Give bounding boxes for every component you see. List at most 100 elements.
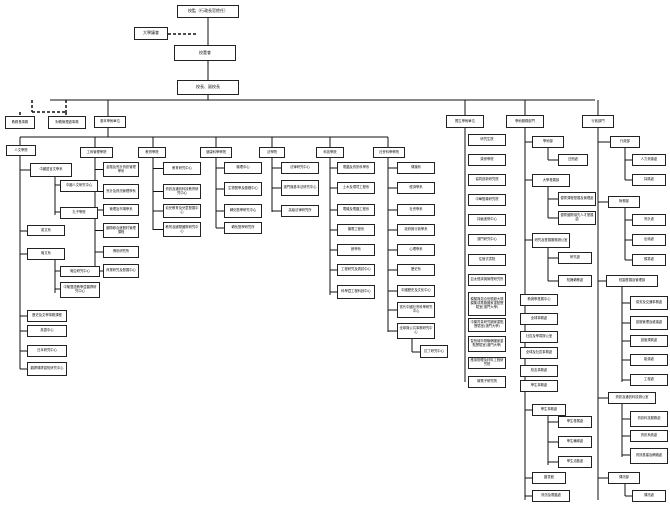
service-unit-8-label: 學生事務處 — [530, 383, 548, 388]
independent-unit-11-label: 應用物理及材料工程研究院 — [470, 358, 504, 366]
law-dept-2: 高級法律研究所 — [281, 205, 319, 217]
health-dept-2: 轉化醫學研究中心 — [224, 204, 262, 218]
independent-unit-11: 應用物理及材料工程研究院 — [468, 357, 506, 369]
service-unit-8-sub-0-label: 學生發展處 — [566, 419, 584, 424]
service-unit-8: 學生事務處 — [532, 404, 566, 416]
social-dept-8: 全球與公共事務研究中心 — [397, 323, 435, 339]
health-dept-1: 生物醫學及基礎中心 — [224, 182, 262, 196]
admin-unit-1-sub-2: 預算處 — [632, 254, 666, 266]
admin-unit-2-sub-2: 設施規劃處 — [630, 335, 668, 347]
education-dept-3: 教育及國際國際研究中心 — [163, 222, 201, 237]
arts-dept-5: 日本研究中心 — [27, 345, 67, 357]
business-dept-0-label: 金融及會計資訊管理學系 — [106, 164, 136, 173]
independent-unit-9-label: 中藥質量研究國家重點實驗室(澳門大學) — [470, 320, 504, 328]
science-dept-4: 數學系 — [337, 244, 375, 256]
service-unit-10-label: 資訊及電腦處 — [541, 493, 561, 498]
arts-dept-1: 英文系 — [27, 225, 65, 236]
admin-unit-1-sub-0-label: 會計處 — [644, 217, 654, 222]
service-unit-3: 教與學發展中心 — [520, 294, 558, 306]
admin-unit-0-sub-1-label: 採購處 — [644, 177, 654, 182]
faculty-law-label: 法學院 — [267, 149, 277, 154]
social-dept-9-label: 拉丁研究中心 — [424, 348, 444, 353]
admin-unit-2-sub-3: 能源處 — [630, 354, 668, 366]
unit-independent-academic: 獨立學術單位 — [446, 115, 484, 128]
social-dept-3-label: 政府與行政學系 — [404, 227, 428, 232]
top-unit-0: 教務長事務 — [5, 116, 35, 129]
science-dept-5: 工程研究及測試中心 — [337, 264, 375, 276]
law-dept-1: 澳門與基本法研究中心 — [281, 180, 319, 196]
admin-unit-4-sub-0-label: 傳訊處 — [644, 493, 654, 498]
service-unit-2-sub-0-label: 研究處 — [570, 255, 580, 260]
service-unit-1-label: 大學發展部 — [542, 177, 560, 182]
law-dept-0-label: 法律研究中心 — [290, 165, 310, 170]
social-dept-4: 心理學系 — [397, 244, 435, 256]
independent-unit-3-label: 中華醫藥研究院 — [475, 197, 499, 202]
independent-unit-10: 智慧城市物聯網國家重點實驗室(澳門大學) — [468, 336, 506, 352]
arts-dept-6: 翻譯傳譯認知研究中心 — [27, 362, 67, 376]
service-unit-8-sub-1: 學生輔導處 — [558, 436, 592, 448]
science-dept-5-label: 工程研究及測試中心 — [341, 267, 371, 272]
arts-dept-2-sub-0: 葡亞研究中心 — [60, 266, 100, 277]
independent-unit-7: 亞太經濟與管理研究所 — [468, 274, 506, 286]
service-unit-6-label: 全球及社區事務處 — [525, 350, 553, 355]
arts-dept-4: 英語中心 — [27, 325, 67, 337]
independent-unit-12: 微電子研究院 — [468, 376, 506, 388]
service-unit-2-sub-1-label: 知識轉移處 — [566, 278, 584, 283]
service-unit-2: 研究及發展服務辦公室 — [532, 233, 570, 248]
service-unit-0-sub-0: 註冊處 — [558, 154, 588, 166]
service-unit-8-sub-0: 學生發展處 — [558, 416, 592, 428]
service-unit-4-label: 全球事務處 — [530, 316, 548, 321]
business-dept-1: 會計及資訊管理學系 — [103, 184, 139, 199]
arts-dept-2-label: 葡文系 — [41, 251, 51, 256]
science-dept-1-label: 土木及環境工程系 — [342, 185, 370, 190]
independent-unit-10-label: 智慧城市物聯網國家重點實驗室(澳門大學) — [470, 339, 504, 347]
business-dept-5: 商業研究及發展中心 — [103, 264, 139, 278]
admin-unit-0-label: 行政部 — [620, 139, 630, 144]
root-node: 校監（行政長官擔任） — [177, 5, 239, 18]
service-unit-6: 全球及社區事務處 — [520, 347, 558, 359]
independent-unit-1: 榮譽學院 — [468, 154, 506, 166]
faculty-education: 教育學院 — [138, 147, 166, 158]
service-unit-7-label: 校友事務處 — [530, 368, 548, 373]
science-dept-2-label: 電機及電腦工程系 — [342, 207, 370, 212]
business-dept-4-label: 博彩研究所 — [112, 249, 130, 254]
admin-unit-0-sub-0: 人力資源處 — [632, 154, 666, 166]
admin-unit-1-sub-1-label: 出納處 — [644, 237, 654, 242]
top-unit-1-label: 財務管理處事務 — [55, 119, 79, 124]
science-dept-0: 電腦及資訊科學系 — [337, 162, 375, 174]
service-unit-8-sub-2: 學生活動處 — [558, 456, 592, 468]
unit-independent-academic-label: 獨立學術單位 — [455, 118, 475, 123]
service-unit-2-label: 研究及發展服務辦公室 — [534, 237, 568, 242]
business-dept-3: 國際綜合度假村管理課程 — [103, 223, 139, 238]
social-dept-1: 經濟學系 — [397, 182, 435, 194]
arts-dept-0-sub-0-label: 中國人文研究中心 — [65, 183, 93, 188]
root-node-label: 校監（行政長官擔任） — [188, 8, 228, 14]
independent-unit-4: 持續進修中心 — [468, 214, 506, 226]
social-dept-1-label: 經濟學系 — [409, 185, 423, 190]
admin-unit-3-sub-1: 資訊系統處 — [630, 430, 668, 442]
education-dept-3-label: 教育及國際國際研究中心 — [165, 224, 199, 233]
service-unit-1-sub-1: 優秀國際領先人才發展處 — [558, 211, 596, 225]
health-dept-0-label: 機理中心 — [236, 165, 250, 170]
service-unit-3-label: 教與學發展中心 — [527, 297, 551, 302]
service-unit-8-sub-2-label: 學生活動處 — [566, 459, 584, 464]
business-dept-3-label: 國際綜合度假村管理課程 — [106, 225, 136, 234]
faculty-business: 工商管理學院 — [80, 147, 113, 158]
council-node-label: 大學議會 — [143, 30, 159, 36]
science-dept-4-label: 數學系 — [351, 247, 361, 252]
independent-unit-2-label: 協同創新研究院 — [475, 177, 499, 182]
social-dept-6-label: 中國歷史及文化中心 — [401, 288, 431, 293]
independent-unit-8-label: 模擬與混合信號超大規模集成電路國家重點實驗室(澳門大學) — [470, 297, 504, 309]
arts-dept-3: 歷史及文學事務課程 — [27, 310, 67, 322]
admin-unit-2-sub-0: 保安及交通事務處 — [630, 296, 668, 310]
independent-unit-2: 協同創新研究院 — [468, 174, 506, 186]
faculty-social-sciences: 社會科學學院 — [373, 147, 405, 158]
service-unit-7: 校友事務處 — [520, 365, 558, 377]
unit-academic-service: 學術服務部門 — [506, 115, 544, 128]
science-dept-6-label: 科學暨工程科創中心 — [341, 289, 371, 294]
independent-unit-12-label: 微電子研究院 — [477, 379, 497, 384]
arts-dept-2: 葡文系 — [27, 248, 65, 260]
service-unit-8: 學生事務處 — [520, 380, 558, 392]
social-dept-4-label: 心理學系 — [409, 247, 423, 252]
unit-basic-academic: 基本學術單位 — [94, 116, 126, 128]
